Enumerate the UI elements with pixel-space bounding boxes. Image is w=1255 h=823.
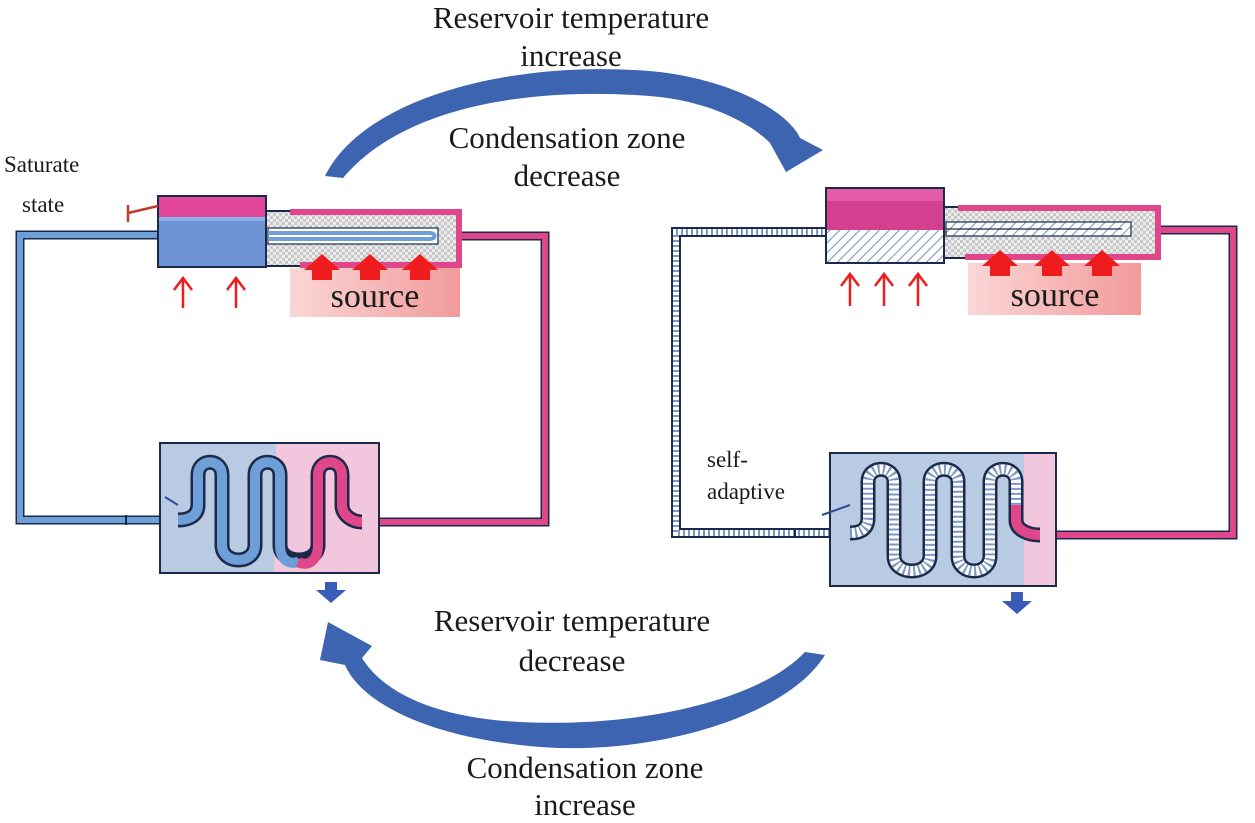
left-heat-arrows	[304, 254, 438, 280]
left-thin-heat-arrows	[173, 275, 246, 308]
left-liquid-line	[15, 230, 178, 525]
cycle-arrow-top	[325, 69, 823, 178]
caption-condensation-zone-decrease-line1: Condensation zone	[449, 120, 686, 155]
self-adaptive-label-line1: self-	[707, 447, 748, 472]
saturate-label-line1: Saturate	[4, 152, 79, 177]
right-source-label: source	[1011, 277, 1100, 314]
caption-condensation-zone-decrease-line2: decrease	[514, 158, 621, 193]
saturate-label-line2: state	[22, 192, 64, 217]
left-loop: source Saturate state	[4, 152, 550, 603]
caption-reservoir-temp-decrease-line1: Reservoir temperature	[434, 603, 710, 638]
saturate-state-marker	[126, 204, 159, 222]
right-heat-arrows	[982, 250, 1120, 276]
caption-condensation-zone-increase-line1: Condensation zone	[467, 750, 704, 785]
left-source-label: source	[331, 278, 420, 315]
right-thin-heat-arrows	[840, 271, 928, 306]
cycle-arrow-bottom	[320, 622, 825, 749]
caption-reservoir-temp-decrease-line2: decrease	[519, 643, 626, 678]
left-out-arrow	[316, 582, 346, 603]
right-loop: source self- adaptive	[671, 187, 1238, 614]
self-adaptive-label-line2: adaptive	[707, 479, 785, 504]
right-out-arrow	[1002, 592, 1032, 614]
self-adaptive-pointer	[821, 504, 851, 516]
caption-reservoir-temp-increase-line2: increase	[520, 38, 622, 73]
caption-condensation-zone-increase-line2: increase	[534, 787, 636, 822]
caption-reservoir-temp-increase-line1: Reservoir temperature	[433, 0, 709, 35]
